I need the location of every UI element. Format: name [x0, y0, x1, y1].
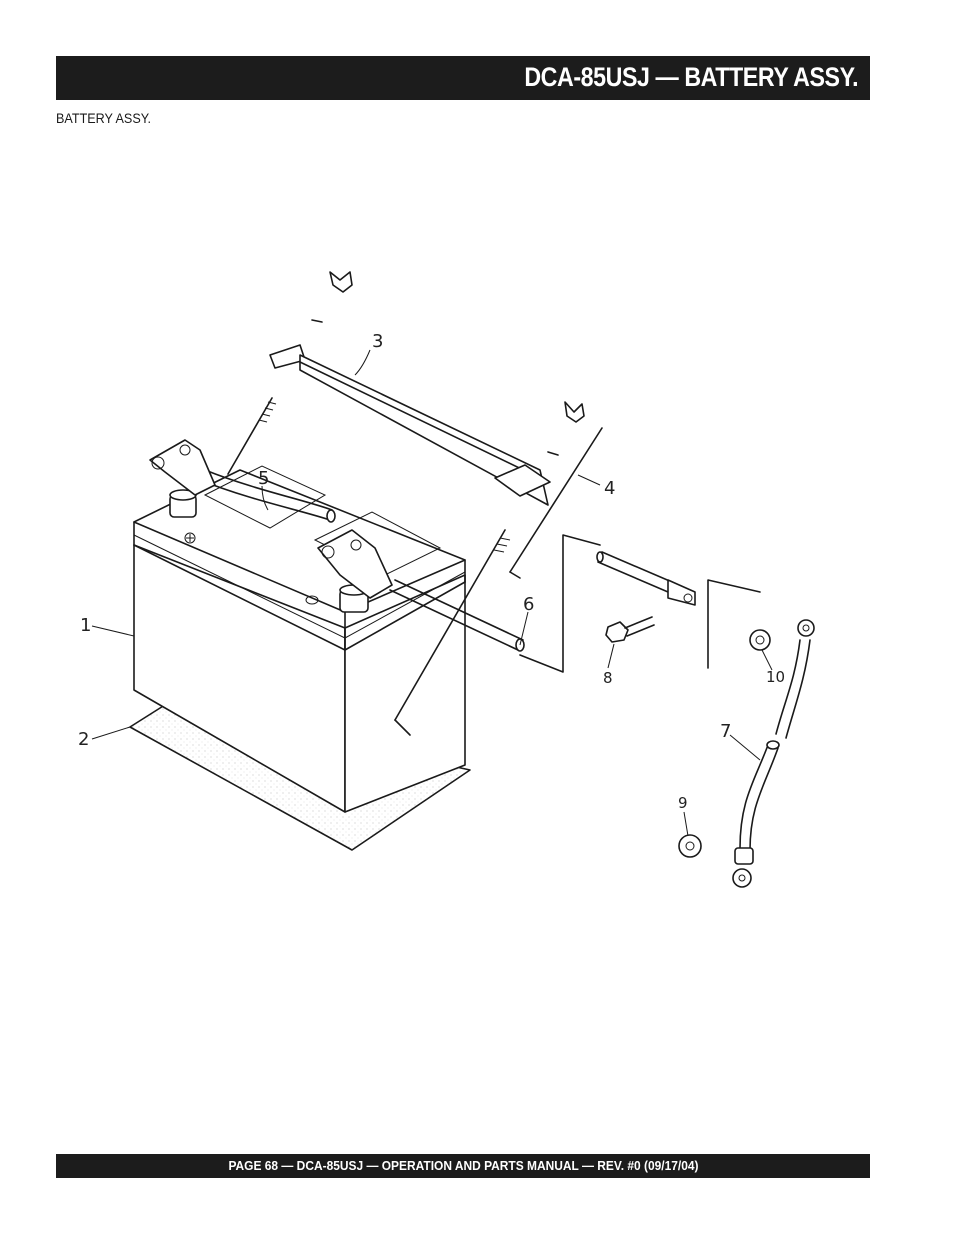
cable-7-part [732, 740, 780, 888]
j-bolt-right-part [394, 529, 511, 736]
callout-3: 3 [372, 331, 383, 352]
wing-nut-right-part [509, 401, 603, 579]
leader-lines [91, 349, 773, 837]
cable-bracket-lines [519, 534, 761, 673]
washer-9-part [678, 834, 702, 858]
callout-5: 5 [258, 468, 269, 489]
cable-upper-part [775, 619, 815, 739]
callout-8: 8 [603, 669, 613, 687]
callout-6: 6 [523, 594, 534, 615]
callout-1: 1 [80, 615, 91, 636]
battery-part [133, 465, 466, 813]
callout-4: 4 [604, 478, 615, 499]
callout-9: 9 [678, 794, 688, 812]
callout-10: 10 [766, 668, 785, 686]
page-title: DCA-85USJ — BATTERY ASSY. [524, 62, 858, 92]
callout-7: 7 [720, 721, 731, 742]
page-footer: PAGE 68 — DCA-85USJ — OPERATION AND PART… [56, 1154, 870, 1178]
washer-10-part [749, 629, 771, 651]
cable-6-part [317, 529, 525, 652]
hold-down-bar-part [269, 344, 551, 506]
cable-5-part [149, 439, 336, 523]
page-title-bar: DCA-85USJ — BATTERY ASSY. [56, 56, 870, 100]
j-bolt-left-part [227, 397, 277, 475]
callout-2: 2 [78, 729, 89, 750]
bolt-8-part [605, 616, 655, 643]
terminal-rod-part [596, 551, 696, 606]
section-subtitle: BATTERY ASSY. [56, 110, 152, 126]
wing-nut-top-part [311, 271, 353, 323]
footer-text: PAGE 68 — DCA-85USJ — OPERATION AND PART… [227, 1158, 699, 1173]
